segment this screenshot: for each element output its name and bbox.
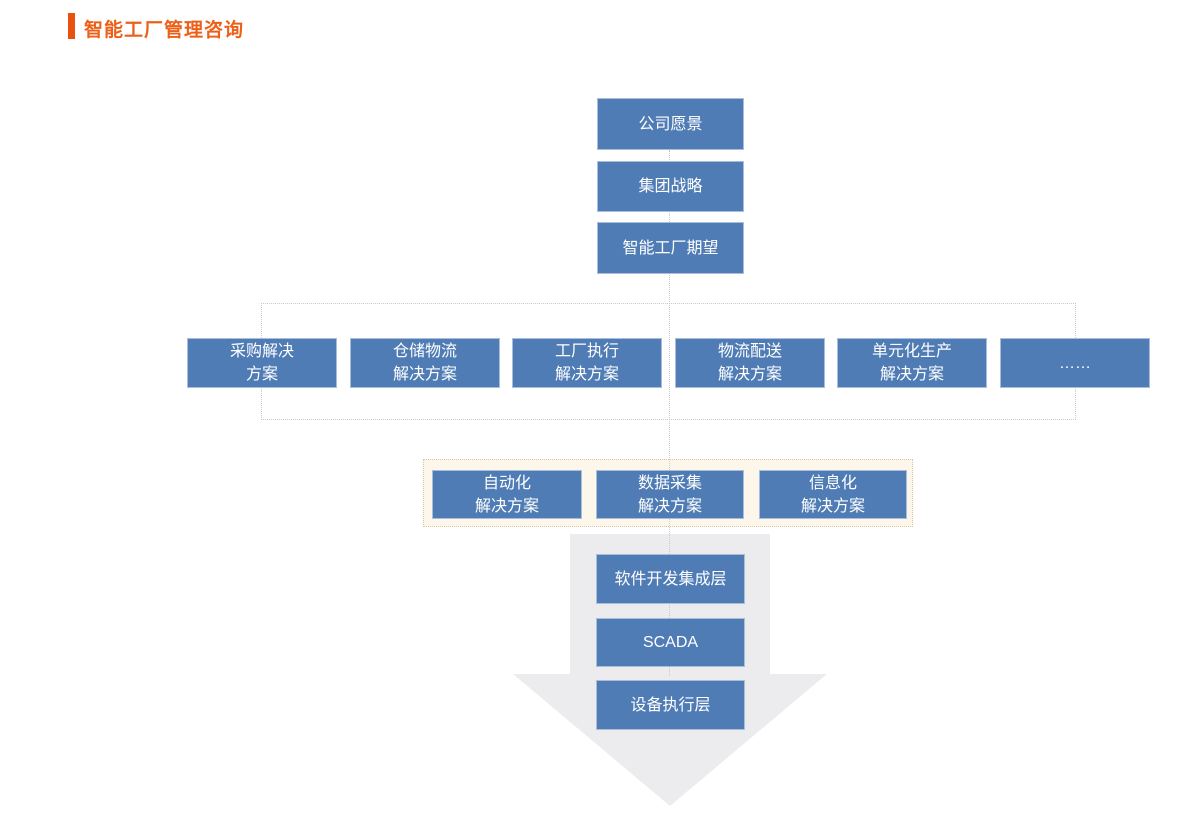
box-equipment-execution-layer: 设备执行层 — [596, 680, 745, 730]
box-label: 软件开发集成层 — [614, 570, 727, 588]
box-group-strategy: 集团战略 — [597, 161, 744, 212]
box-automation-solution: 自动化 解决方案 — [432, 470, 582, 519]
box-warehouse-logistics-solution: 仓储物流 解决方案 — [350, 338, 500, 388]
box-label-line1: 数据采集 — [637, 474, 702, 492]
box-label-line1: 仓储物流 — [392, 343, 457, 360]
box-label-line1: 单元化生产 — [871, 343, 952, 360]
box-procurement-solution: 采购解决 方案 — [187, 338, 337, 388]
box-smart-factory-expectation: 智能工厂期望 — [597, 222, 744, 274]
box-label: 公司愿景 — [638, 115, 703, 133]
box-label-line2: 解决方案 — [392, 366, 457, 383]
box-label-line1: 自动化 — [482, 474, 531, 492]
box-distribution-solution: 物流配送 解决方案 — [675, 338, 825, 388]
box-software-integration-layer: 软件开发集成层 — [596, 554, 745, 604]
box-label: 智能工厂期望 — [622, 239, 719, 257]
box-label: 设备执行层 — [630, 696, 711, 714]
box-factory-execution-solution: 工厂执行 解决方案 — [512, 338, 662, 388]
box-label-line2: 解决方案 — [637, 497, 702, 515]
box-label-line2: 解决方案 — [474, 497, 539, 515]
box-label: 集团战略 — [638, 178, 703, 195]
header-accent-bar — [68, 13, 75, 39]
center-connector-line — [669, 150, 670, 676]
box-label-line1: …… — [1059, 354, 1091, 372]
box-label-line1: 采购解决 — [229, 343, 294, 360]
box-informatization-solution: 信息化 解决方案 — [759, 470, 907, 519]
box-label-line1: 物流配送 — [717, 343, 782, 360]
box-label-line2: 解决方案 — [800, 497, 865, 515]
box-label-line1: 信息化 — [808, 474, 857, 492]
box-data-collection-solution: 数据采集 解决方案 — [596, 470, 744, 519]
box-label: SCADA — [642, 634, 699, 651]
box-cellular-production-solution: 单元化生产 解决方案 — [837, 338, 987, 388]
box-scada: SCADA — [596, 618, 745, 667]
box-label-line2: 解决方案 — [717, 366, 782, 383]
box-company-vision: 公司愿景 — [597, 98, 744, 150]
box-more-solutions: …… — [1000, 338, 1150, 388]
box-label-line2: 方案 — [245, 366, 278, 383]
box-label-line2: 解决方案 — [879, 366, 944, 383]
page-title: 智能工厂管理咨询 — [84, 20, 245, 41]
box-label-line1: 工厂执行 — [554, 343, 619, 360]
box-label-line2: 解决方案 — [554, 366, 619, 383]
